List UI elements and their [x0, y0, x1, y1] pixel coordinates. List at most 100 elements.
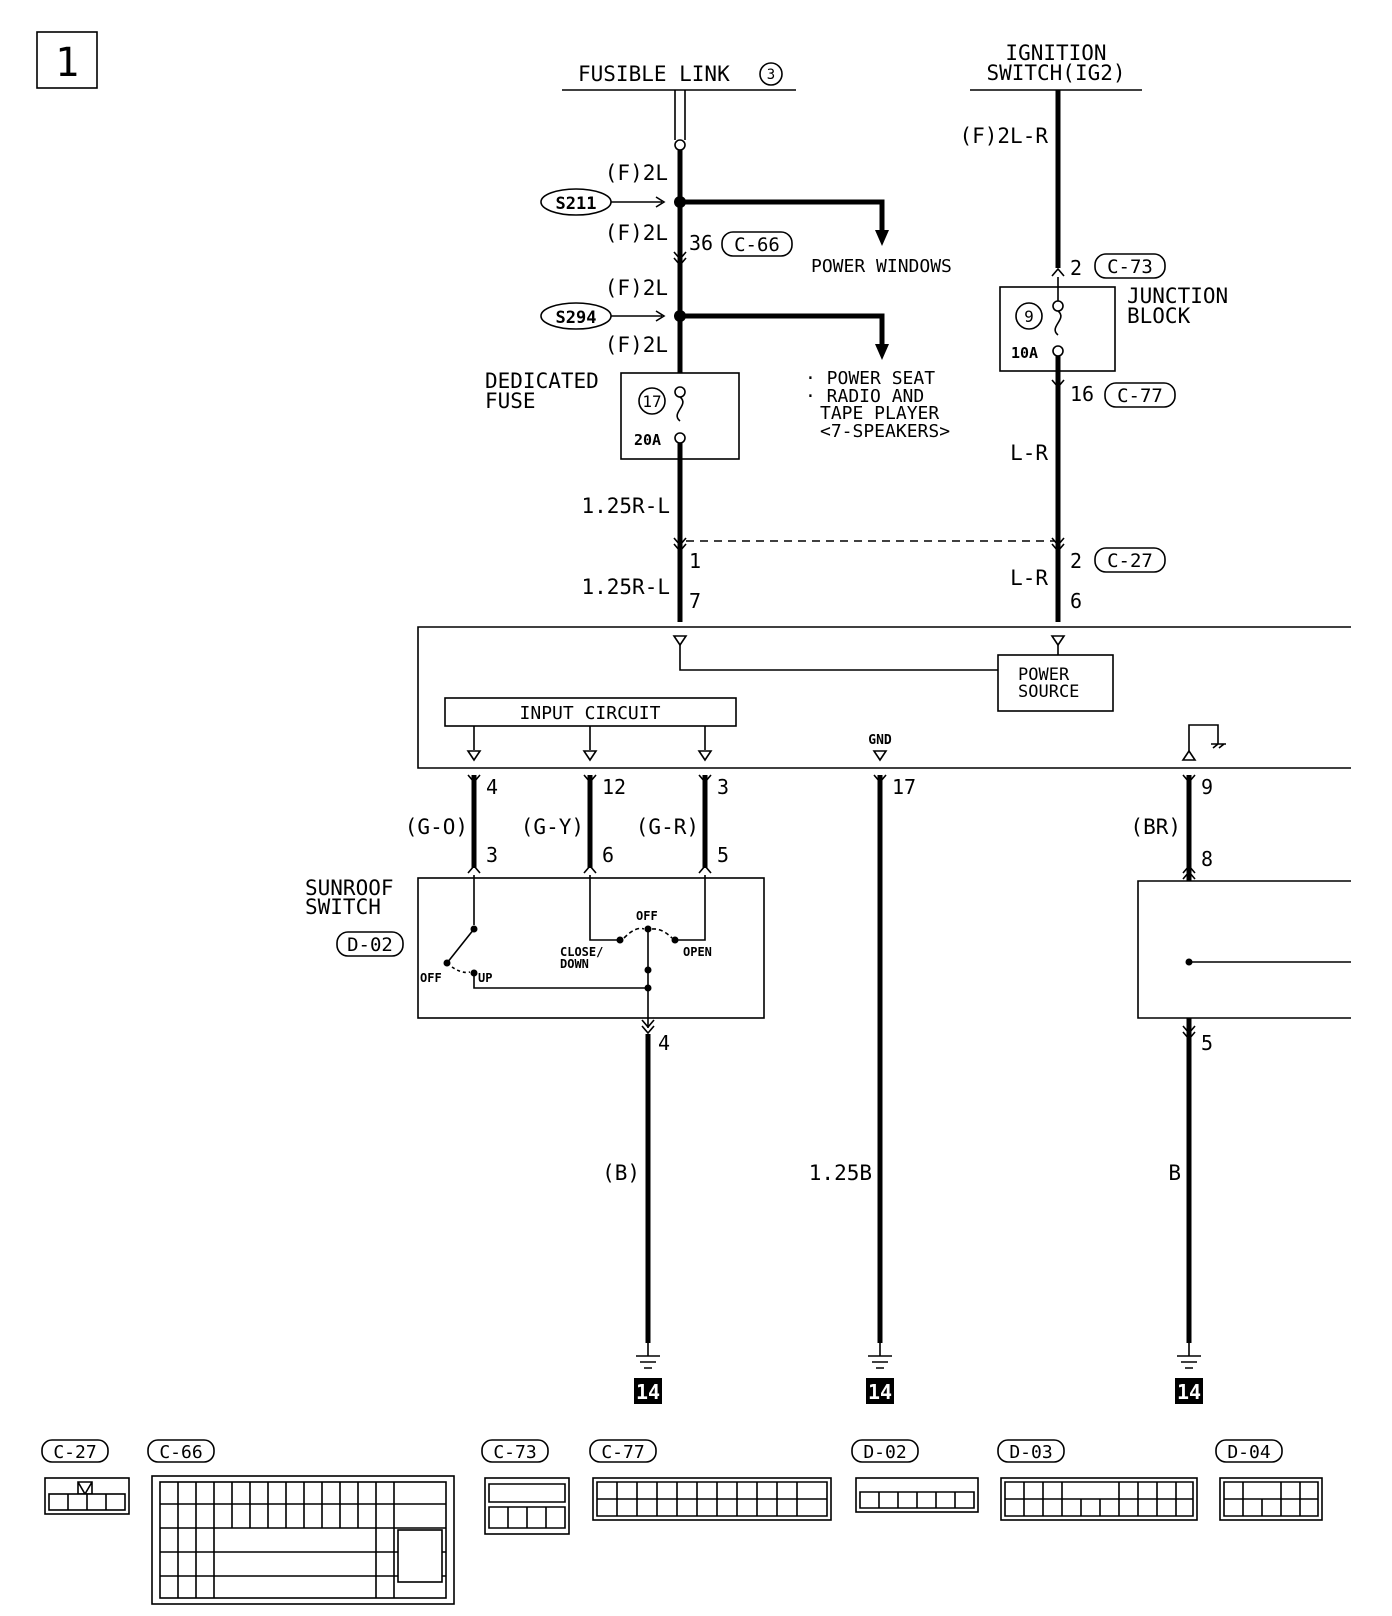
wire-f2l-d: (F)2L — [605, 333, 668, 357]
sw-dot-1 — [644, 966, 652, 974]
conn-c66-tag — [721, 231, 793, 257]
splice-s211-arrow — [611, 196, 666, 208]
right-device-dot — [1185, 958, 1193, 966]
sunroof-switch-label-2: SWITCH — [305, 895, 381, 919]
control-module-box — [417, 626, 1351, 769]
svg-text:C-27: C-27 — [53, 1442, 96, 1463]
ground-ref-box-3 — [1175, 1378, 1203, 1404]
wire-gy-label: (G-Y) — [521, 815, 584, 839]
input-circuit-legs — [473, 726, 706, 750]
svg-text:D-04: D-04 — [1227, 1442, 1270, 1463]
module-terminal-left — [672, 635, 688, 647]
sunroof-switch-label-1: SUNROOF — [305, 876, 394, 900]
wire-go-label: (G-O) — [405, 815, 468, 839]
page-marker: 1 — [55, 40, 79, 86]
splice-s211-label: S211 — [556, 194, 597, 214]
sw-lead-gy — [589, 875, 618, 941]
splice-s294-arrow — [611, 310, 666, 322]
fusible-link-label: FUSIBLE LINK — [578, 62, 730, 86]
svg-text:C-73: C-73 — [493, 1442, 536, 1463]
sw-common-path — [473, 973, 648, 989]
pin-17: 17 — [892, 775, 916, 799]
branch-radio-2: TAPE PLAYER — [820, 403, 939, 424]
sw-travel-go — [451, 966, 471, 974]
connector-view-d03: D-03 — [997, 1439, 1198, 1521]
branch-power-seat-label: · POWER SEAT — [805, 368, 935, 389]
jb-num: 9 — [1024, 307, 1034, 326]
wire-b-paren-label: (B) — [602, 1161, 640, 1185]
pin-8-mark — [1182, 864, 1196, 880]
branch-power-windows — [680, 199, 885, 235]
fusible-link-terminal — [674, 139, 686, 151]
conn-c73-mark — [1051, 267, 1065, 277]
pin-12: 12 — [602, 775, 626, 799]
wire-lr-a: L-R — [1010, 441, 1048, 465]
wire-lr-b: L-R — [1010, 566, 1048, 590]
power-source-label-2: SOURCE — [1018, 682, 1079, 702]
svg-text:D-03: D-03 — [1009, 1442, 1052, 1463]
power-source-label-1: POWER — [1018, 665, 1070, 685]
conn-d02-label: D-02 — [347, 934, 393, 956]
ground-ref-box-2 — [866, 1378, 894, 1404]
conn-c77-tag — [1104, 382, 1176, 408]
branch-power-seat — [680, 313, 885, 349]
pin-4: 4 — [486, 775, 498, 799]
sw-contact-off — [443, 959, 451, 967]
sw-close-label-2: DOWN — [560, 957, 589, 971]
ground-ref-3: 14 — [1177, 1380, 1201, 1404]
wire-br-label: (BR) — [1130, 815, 1181, 839]
gnd-terminal — [872, 750, 888, 762]
module-terminal-9 — [1181, 749, 1197, 761]
connector-view-c27: C-27 — [41, 1439, 130, 1515]
fuse-top-terminal — [674, 386, 686, 398]
wire-125rl-b: 1.25R-L — [581, 575, 670, 599]
switch-pin-4-mark — [641, 1019, 655, 1035]
switch-pin-6: 6 — [602, 843, 614, 867]
fuse-num: 17 — [642, 392, 661, 411]
conn-c27-label: C-27 — [1107, 550, 1153, 572]
sw-open-label: OPEN — [683, 945, 712, 959]
sw-close-label-1: CLOSE/ — [560, 945, 603, 959]
ground-symbol-3 — [1177, 1343, 1201, 1369]
input-circuit-box — [444, 697, 737, 727]
switch-pin-4: 4 — [658, 1031, 670, 1055]
conn-c66-label: C-66 — [734, 234, 780, 256]
sw-contact-close — [616, 936, 624, 944]
branch-radio-1: · RADIO AND — [805, 386, 924, 407]
sw-up-label: UP — [478, 971, 492, 985]
sw-contact-open — [671, 936, 679, 944]
pin-5b-mark — [1182, 1025, 1196, 1041]
junction-block-label-1: JUNCTION — [1127, 284, 1228, 308]
input-terminals — [466, 750, 713, 762]
wire-f2lr: (F)2L-R — [959, 124, 1048, 148]
conn-c27-right-mark — [1051, 537, 1065, 553]
pin-1: 1 — [689, 549, 701, 573]
jb-amp: 10A — [1011, 344, 1038, 362]
branch-radio-3: <7-SPEAKERS> — [820, 421, 950, 442]
connector-view-c77: C-77 — [589, 1439, 832, 1521]
module-chassis-symbol — [1211, 743, 1226, 749]
module-terminal-right — [1050, 635, 1066, 647]
page-marker-box — [36, 31, 98, 89]
sw-lead-gr — [677, 875, 706, 941]
pin-7: 7 — [689, 589, 701, 613]
input-circuit-label: INPUT CIRCUIT — [520, 703, 661, 724]
ground-symbol-1 — [636, 1343, 660, 1369]
right-device-box — [1137, 880, 1351, 1019]
dedicated-fuse-label-2: FUSE — [485, 389, 536, 413]
module-internal-ground — [1188, 724, 1219, 751]
ground-ref-1: 14 — [636, 1380, 660, 1404]
fuse-element — [676, 396, 684, 422]
connector-view-d04: D-04 — [1215, 1439, 1323, 1521]
ground-ref-box-1 — [634, 1378, 662, 1404]
sw-arm-go — [446, 928, 475, 964]
sw-travel-main — [623, 927, 673, 939]
module-pin-marks — [467, 774, 712, 784]
fusible-link-num: 3 — [767, 67, 775, 83]
junction-block-label-2: BLOCK — [1127, 304, 1191, 328]
wire-125b-label: 1.25B — [809, 1161, 872, 1185]
module-power-path — [679, 645, 998, 671]
jb-top-terminal — [1052, 300, 1064, 312]
wire-f2l-b: (F)2L — [605, 221, 668, 245]
